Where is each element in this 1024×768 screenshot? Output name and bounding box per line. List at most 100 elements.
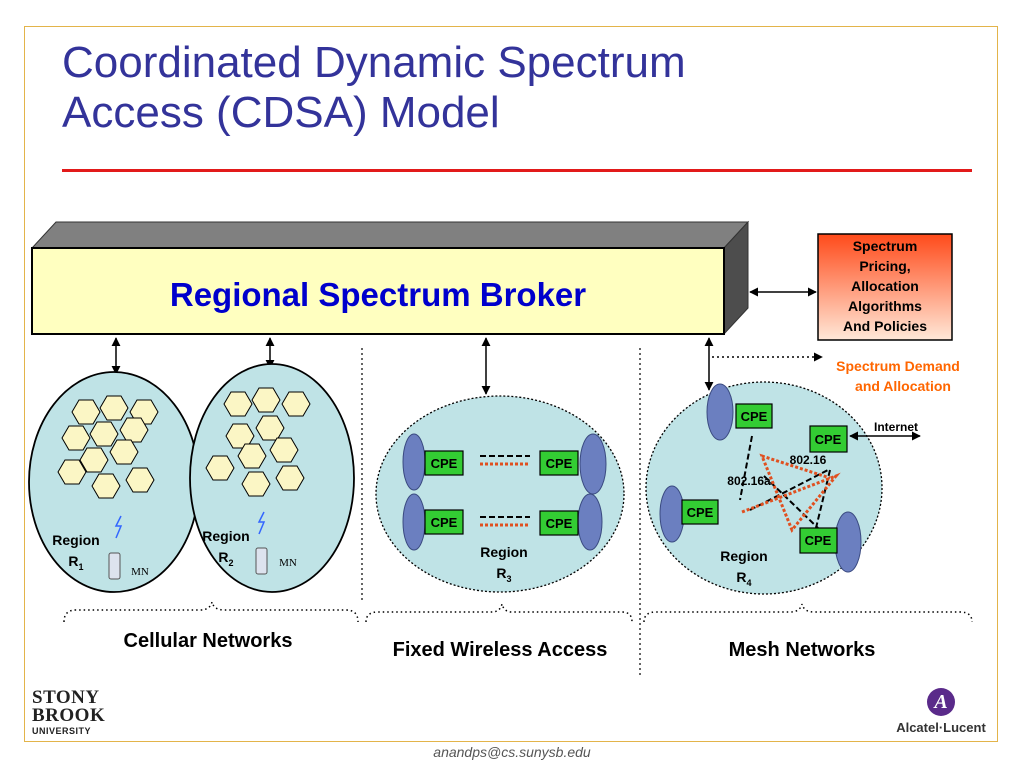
mesh-link-dashed xyxy=(763,475,819,529)
broker-front-face xyxy=(31,247,725,335)
demand-line-2: and Allocation xyxy=(855,378,951,394)
region-r1-symbol: R1 xyxy=(68,553,83,572)
policy-line-1: Spectrum xyxy=(853,238,918,254)
cell-hexagon xyxy=(61,425,91,451)
cell-cluster-r1 xyxy=(57,395,159,499)
section-fixed: Fixed Wireless Access xyxy=(393,639,608,661)
policy-line-2: Pricing, xyxy=(859,258,910,274)
cpe-box xyxy=(424,450,464,476)
cpe-box xyxy=(799,527,838,554)
brace-mesh xyxy=(643,603,973,623)
region-r4: CPE CPE CPE CPE Internet 802.16 802.16a … xyxy=(645,381,921,595)
region-r3-ellipse xyxy=(375,395,625,593)
brace-cellular xyxy=(63,601,359,623)
antenna-dish xyxy=(402,433,426,491)
demand-line-1: Spectrum Demand xyxy=(836,358,960,374)
region-r1: Region R1 MN xyxy=(28,371,200,593)
broker-top-face xyxy=(30,221,750,249)
cell-hexagon xyxy=(269,437,299,463)
antenna-dish xyxy=(579,433,607,495)
wireless-signal-icon xyxy=(257,511,266,535)
cpe-label: CPE xyxy=(546,456,573,471)
footer-email: anandps@cs.sunysb.edu xyxy=(433,744,591,760)
mesh-link-dashed xyxy=(739,435,753,501)
mobile-phone-icon xyxy=(255,547,268,575)
section-mesh: Mesh Networks xyxy=(729,639,876,661)
region-r4-symbol: R4 xyxy=(736,569,751,588)
alcatel-lucent-logo: A Alcatel·Lucent xyxy=(886,688,996,735)
cpe-label: CPE xyxy=(546,516,573,531)
mesh-link-label-80216: 802.16 xyxy=(790,453,827,467)
slide-title: Coordinated Dynamic Spectrum Access (CDS… xyxy=(62,38,962,138)
stony-brook-line-1: STONY xyxy=(32,687,100,708)
antenna-dish xyxy=(706,383,734,441)
cell-cluster-r2 xyxy=(205,387,311,497)
cpe-label: CPE xyxy=(805,533,832,548)
mobile-phone-icon xyxy=(108,552,121,580)
cpe-box xyxy=(681,499,719,525)
cell-hexagon xyxy=(89,421,119,447)
cell-hexagon xyxy=(223,391,253,417)
policy-line-3: Allocation xyxy=(851,278,919,294)
broker-box: Regional Spectrum Broker xyxy=(30,220,750,336)
cpe-label: CPE xyxy=(815,432,842,447)
cell-hexagon xyxy=(205,455,235,481)
cell-hexagon xyxy=(71,399,101,425)
cell-hexagon xyxy=(281,391,311,417)
policy-box-rect xyxy=(817,233,953,341)
cpe-box xyxy=(424,509,464,535)
cell-hexagon xyxy=(241,471,271,497)
cpe-label: CPE xyxy=(431,456,458,471)
stony-brook-logo: STONY BROOK UNIVERSITY xyxy=(32,687,112,736)
antenna-dish xyxy=(402,493,426,551)
region-r1-mn: MN xyxy=(131,566,149,578)
region-r2: Region R2 MN xyxy=(189,363,355,593)
policy-line-4: Algorithms xyxy=(848,298,922,314)
region-r2-label: Region xyxy=(202,528,249,544)
title-underline xyxy=(62,169,972,172)
antenna-dish xyxy=(577,493,603,551)
cell-hexagon xyxy=(109,439,139,465)
title-line-1: Coordinated Dynamic Spectrum xyxy=(62,38,686,87)
slide-frame xyxy=(24,26,998,742)
brace-fixed xyxy=(365,603,633,623)
cell-hexagon xyxy=(125,467,155,493)
region-r2-ellipse xyxy=(189,363,355,593)
cell-hexagon xyxy=(91,473,121,499)
cell-hexagon xyxy=(251,387,281,413)
alcatel-lucent-wordmark: Alcatel·Lucent xyxy=(896,720,986,735)
cell-hexagon xyxy=(79,447,109,473)
wireless-signal-icon xyxy=(114,515,123,539)
cell-hexagon xyxy=(99,395,129,421)
region-r4-label: Region xyxy=(720,548,767,564)
broker-label: Regional Spectrum Broker xyxy=(170,276,586,313)
alcatel-lucent-mark-icon: A xyxy=(927,688,955,716)
cpe-label: CPE xyxy=(431,515,458,530)
cpe-box xyxy=(809,425,848,453)
policy-box: Spectrum Pricing, Allocation Algorithms … xyxy=(817,233,953,341)
cpe-box xyxy=(539,510,579,536)
cell-hexagon xyxy=(57,459,87,485)
stony-brook-line-3: UNIVERSITY xyxy=(32,726,92,736)
antenna-dish xyxy=(659,485,685,543)
mesh-route-dotted xyxy=(741,453,841,533)
region-r3: CPE CPE CPE CPE Region R3 xyxy=(375,395,625,593)
cell-hexagon xyxy=(255,415,285,441)
cpe-label: CPE xyxy=(687,505,714,520)
cell-hexagon xyxy=(275,465,305,491)
cpe-label: CPE xyxy=(741,409,768,424)
cell-hexagon xyxy=(237,443,267,469)
region-r2-symbol: R2 xyxy=(218,549,233,568)
region-r3-symbol: R3 xyxy=(496,565,511,584)
mesh-internet-label: Internet xyxy=(874,420,918,434)
antenna-dish xyxy=(834,511,862,573)
region-r3-label: Region xyxy=(480,544,527,560)
stony-brook-line-2: BROOK xyxy=(32,705,106,726)
region-r1-label: Region xyxy=(52,532,99,548)
region-r2-mn: MN xyxy=(279,557,297,569)
cell-hexagon xyxy=(225,423,255,449)
section-cellular: Cellular Networks xyxy=(124,630,293,652)
cpe-box xyxy=(735,403,773,429)
